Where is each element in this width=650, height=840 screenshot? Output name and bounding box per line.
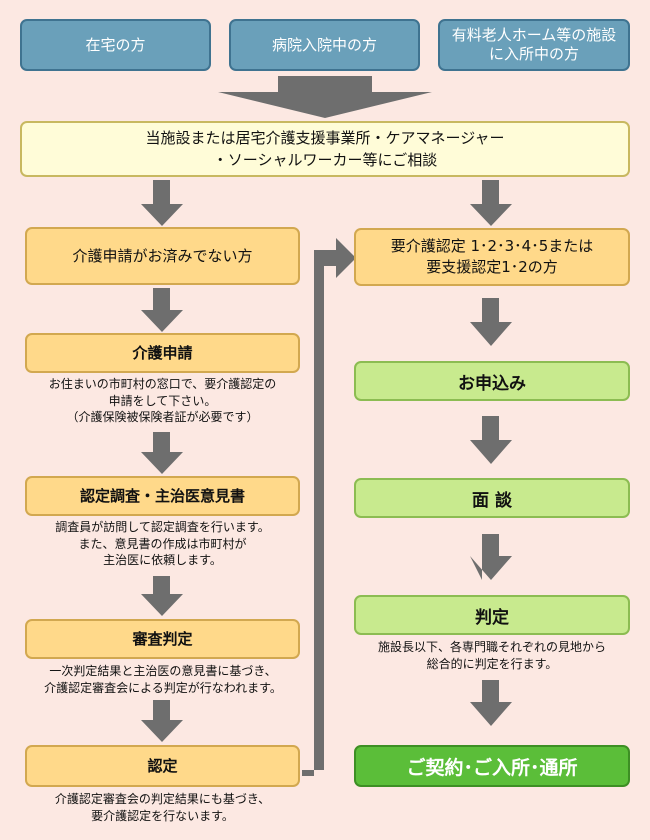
box-in-hospital: 病院入院中の方: [229, 19, 420, 71]
box-certified-line2: 要支援認定1･2の方: [426, 258, 558, 276]
box-review-title: 審査判定: [132, 629, 193, 648]
judge-note-line1: 施設長以下、各専門職それぞれの見地から: [377, 640, 606, 654]
apply-note: お住まいの市町村の窓口で、要介護認定の 申請をして下さい。 （介護保険被保険者証…: [25, 376, 300, 426]
certify-note: 介護認定審査会の判定結果にも基づき、 要介護認定を行ないます。: [25, 791, 300, 824]
review-note: 一次判定結果と主治医の意見書に基づき、 介護認定審査会による判定が行なわれます。: [18, 663, 308, 696]
arrow-left-4: [141, 700, 183, 742]
review-note-line2: 介護認定審査会による判定が行なわれます。: [44, 680, 282, 695]
box-apply-title: 介護申請: [132, 343, 193, 362]
consult-box: 当施設または居宅介護支援事業所・ケアマネージャー ・ソーシャルワーカー等にご相談: [20, 121, 630, 177]
survey-note: 調査員が訪問して認定調査を行います。 また、意見書の作成は市町村が 主治医に依頼…: [25, 519, 300, 569]
box-at-home: 在宅の方: [20, 19, 211, 71]
apply-note-line3: （介護保険被保険者証が必要です）: [66, 410, 259, 425]
arrow-right-4: [470, 680, 512, 726]
arrow-right-1: [470, 298, 512, 346]
survey-note-line3: 主治医に依頼します。: [103, 553, 222, 568]
box-apply: 介護申請: [25, 333, 300, 373]
certify-note-line1: 介護認定審査会の判定結果にも基づき、: [54, 792, 271, 806]
box-application: お申込み: [354, 361, 630, 401]
box-contract-label: ご契約･ご入所･通所: [406, 756, 578, 779]
apply-note-line2: 申請をして下さい。: [108, 393, 217, 408]
box-judge: 判定: [354, 595, 630, 635]
arrow-consult-right: [470, 180, 512, 226]
box-review: 審査判定: [25, 619, 300, 659]
box-not-applied: 介護申請がお済みでない方: [25, 227, 300, 285]
box-certify: 認定: [25, 745, 300, 787]
arrow-consult-left: [141, 180, 183, 226]
box-certify-title: 認定: [147, 756, 178, 775]
judge-note-line2: 総合的に判定を行ます。: [426, 656, 558, 671]
arrow-left-1: [141, 288, 183, 332]
survey-note-line2: また、意見書の作成は市町村が: [78, 536, 247, 551]
arrow-left-3: [141, 576, 183, 616]
box-application-label: お申込み: [458, 373, 526, 394]
merge-arrow: [218, 76, 432, 118]
arrow-right-2: [470, 416, 512, 464]
box-judge-title: 判定: [475, 607, 509, 628]
box-in-facility-label: 有料老人ホーム等の施設に入所中の方: [451, 26, 617, 63]
box-interview-label: 面 談: [472, 490, 512, 511]
box-survey-title: 認定調査・主治医意見書: [79, 486, 245, 505]
connector-certify-to-right: [302, 238, 356, 776]
certify-note-line2: 要介護認定を行ないます。: [91, 808, 234, 823]
box-certified: 要介護認定 1･2･3･4･5または 要支援認定1･2の方: [354, 228, 630, 286]
consult-line2: ・ソーシャルワーカー等にご相談: [212, 151, 438, 169]
arrow-right-3: [470, 534, 512, 580]
box-at-home-label: 在宅の方: [85, 35, 146, 54]
consult-line1: 当施設または居宅介護支援事業所・ケアマネージャー: [145, 128, 505, 147]
judge-note: 施設長以下、各専門職それぞれの見地から 総合的に判定を行ます。: [344, 639, 640, 672]
arrow-left-2: [141, 432, 183, 474]
box-interview: 面 談: [354, 478, 630, 518]
review-note-line1: 一次判定結果と主治医の意見書に基づき、: [49, 664, 277, 678]
survey-note-line1: 調査員が訪問して認定調査を行います。: [55, 520, 270, 534]
box-contract: ご契約･ご入所･通所: [354, 745, 630, 787]
box-in-hospital-label: 病院入院中の方: [271, 35, 377, 54]
box-in-facility: 有料老人ホーム等の施設に入所中の方: [438, 19, 630, 71]
box-certified-line1: 要介護認定 1･2･3･4･5または: [390, 237, 594, 255]
apply-note-line1: お住まいの市町村の窓口で、要介護認定の: [48, 377, 277, 391]
box-not-applied-label: 介護申請がお済みでない方: [72, 246, 253, 265]
box-survey: 認定調査・主治医意見書: [25, 476, 300, 516]
